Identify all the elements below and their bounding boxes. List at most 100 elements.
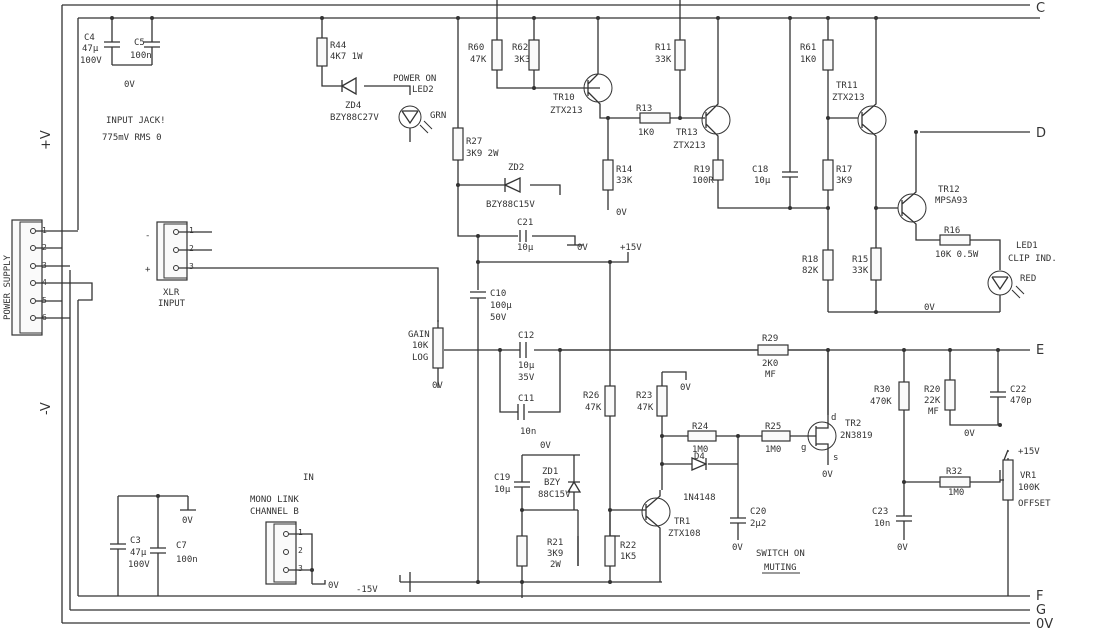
c4-val: 47µ — [82, 44, 99, 54]
tr1-val: ZTX108 — [668, 529, 701, 539]
mid-0v: 0V — [924, 303, 935, 313]
ps-pin-3: 3 — [42, 261, 47, 270]
muting-circuit — [604, 350, 837, 582]
tr12-val: MPSA93 — [935, 196, 968, 206]
tr2-g: g — [801, 443, 806, 453]
led1-val: CLIP IND. — [1008, 254, 1057, 264]
r17-ref: R17 — [836, 165, 852, 175]
xlr-input-connector — [156, 221, 439, 322]
gain-val: 10K — [412, 341, 429, 351]
xlr-minus: - — [145, 231, 150, 241]
r32-val: 1M0 — [948, 488, 964, 498]
r61-ref: R61 — [800, 43, 816, 53]
r20-val: 22K — [924, 396, 941, 406]
r29-val: 2K0 — [762, 359, 778, 369]
xlr-pin-3: 3 — [189, 262, 194, 271]
r14-ref: R14 — [616, 165, 632, 175]
xlr-pin-1: 1 — [189, 226, 194, 235]
r11-val: 33K — [655, 55, 672, 65]
c11-ref: C11 — [518, 394, 534, 404]
ml-pin-3: 3 — [298, 564, 303, 573]
r62-val: 3K3 — [514, 55, 530, 65]
input-jack-label: INPUT JACK! — [106, 116, 166, 126]
r62-ref: R62 — [512, 43, 528, 53]
c4-ref: C4 — [84, 33, 95, 43]
r32-ref: R32 — [946, 467, 962, 477]
xlr-title: XLR — [163, 288, 180, 298]
d4-ref: D4 — [694, 452, 705, 462]
c5-ref: C5 — [134, 38, 145, 48]
r16-val: 10K 0.5W — [935, 250, 979, 260]
r61-val: 1K0 — [800, 55, 816, 65]
tr2-ref: TR2 — [845, 419, 861, 429]
c10-volt: 50V — [490, 313, 507, 323]
c22-val: 470p — [1010, 396, 1032, 406]
mono-link-title: MONO LINK — [250, 495, 299, 505]
tr2-gnd: 0V — [822, 470, 833, 480]
r27-val: 3K9 2W — [466, 149, 499, 159]
switch-muting: MUTING — [764, 563, 797, 573]
r19-val: 100R — [692, 176, 714, 186]
zd4-val: BZY88C27V — [330, 113, 379, 123]
r21-power: 2W — [550, 560, 561, 570]
c12-val: 10µ — [518, 361, 535, 371]
zd1-val2: 88C15V — [538, 490, 571, 500]
gain-gnd: 0V — [432, 381, 443, 391]
gain-ref: GAIN — [408, 330, 430, 340]
r23-gnd: 0V — [680, 383, 691, 393]
minus-v-label: -V — [39, 402, 54, 415]
vr1-ref: VR1 — [1020, 471, 1036, 481]
c19-val: 10µ — [494, 485, 511, 495]
r44-ref: R44 — [330, 41, 346, 51]
c21-ref: C21 — [517, 218, 533, 228]
d4-val: 1N4148 — [683, 493, 716, 503]
r21-ref: R21 — [547, 538, 563, 548]
r60-ref: R60 — [468, 43, 484, 53]
rail-label-c: C — [1036, 1, 1045, 16]
r27-zd2-c21 — [452, 18, 583, 246]
c20-ref: C20 — [750, 507, 766, 517]
tr10-val: ZTX213 — [550, 106, 583, 116]
r27-ref: R27 — [466, 137, 482, 147]
low-0v: 0V — [182, 516, 193, 526]
r21-val: 3K9 — [547, 549, 563, 559]
c18-val: 10µ — [754, 176, 771, 186]
r24-val: 1M0 — [692, 445, 708, 455]
vr1-supply: +15V — [1018, 447, 1040, 457]
xlr-subtitle: INPUT — [158, 299, 186, 309]
top-0v: 0V — [124, 80, 135, 90]
zd1-val: BZY — [544, 478, 561, 488]
led1-ref: LED1 — [1016, 241, 1038, 251]
mono-link-in: IN — [303, 473, 314, 483]
ps-pin-4: 4 — [42, 278, 47, 287]
c21-val: 10µ — [517, 243, 534, 253]
r14-val: 33K — [616, 176, 633, 186]
ps-pin-1: 1 — [42, 226, 47, 235]
c3-val: 47µ — [130, 548, 147, 558]
c7-val: 100n — [176, 555, 198, 565]
r30-val: 470K — [870, 397, 892, 407]
c10-val: 100µ — [490, 301, 512, 311]
tr13-val: ZTX213 — [673, 141, 706, 151]
zd1-tr1-group — [399, 454, 671, 598]
mono-link-connector — [265, 521, 326, 585]
tr11-val: ZTX213 — [832, 93, 865, 103]
zd2-ref: ZD2 — [508, 163, 524, 173]
c5-val: 100n — [130, 51, 152, 61]
gain-taper: LOG — [412, 353, 428, 363]
junction-dots — [110, 16, 1002, 584]
r23-val: 47K — [637, 403, 654, 413]
vr1-label: OFFSET — [1018, 499, 1051, 509]
tr11-output-stage — [782, 18, 1000, 313]
plus-v-label: +V — [39, 130, 54, 150]
r11-r13-tr13 — [632, 0, 828, 209]
c18-ref: C18 — [752, 165, 768, 175]
r25-ref: R25 — [765, 422, 781, 432]
rail-label-g: G — [1036, 603, 1046, 618]
r13-ref: R13 — [636, 104, 652, 114]
xlr-pin-2: 2 — [189, 244, 194, 253]
r60-val: 47K — [470, 55, 487, 65]
tr12-ref: TR12 — [938, 185, 960, 195]
c23-gnd: 0V — [897, 543, 908, 553]
switch-label: SWITCH ON — [756, 549, 805, 559]
